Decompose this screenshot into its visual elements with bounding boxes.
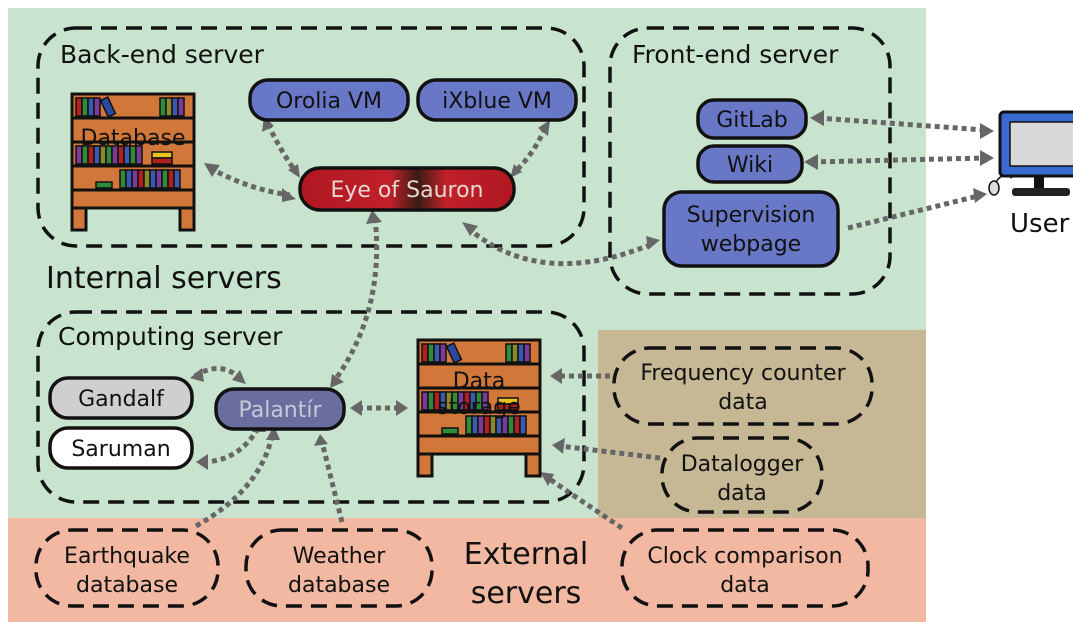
- saruman-node: [48, 426, 194, 470]
- clock-comparison-data-node: [620, 528, 870, 608]
- earthquake-label-line2: database: [76, 573, 178, 598]
- arrow-weather-palantir: [319, 441, 345, 523]
- earthquake-label-line1: Earthquake: [64, 544, 190, 569]
- data-storage-label-line1: Data: [453, 369, 506, 394]
- clock-comparison-label-line2: data: [720, 573, 770, 598]
- wiki-label: Wiki: [727, 153, 773, 178]
- arrow-clock-storage: [546, 475, 624, 531]
- gitlab-label: GitLab: [716, 108, 788, 133]
- palantir-node: [214, 387, 346, 431]
- arrow-gitlab-user: [817, 115, 986, 133]
- computing-server-group: [36, 310, 586, 504]
- weather-database-node: [244, 528, 434, 608]
- arrow-wiki-user: [811, 155, 986, 165]
- database-label: Database: [81, 126, 186, 151]
- arrow-earthquake-palantir: [194, 435, 275, 529]
- arrow-datalogger-storage: [559, 443, 661, 461]
- external-zone: [8, 518, 926, 622]
- orolia-vm-node: [248, 78, 410, 122]
- arrow-eye-supervision: [466, 226, 653, 267]
- weather-label-line1: Weather: [293, 544, 387, 569]
- user-computer-icon: [988, 110, 1073, 196]
- data-storage-label-line2: storage: [437, 395, 521, 420]
- eye-of-sauron-node: [298, 166, 516, 212]
- computing-server-title: Computing server: [58, 322, 283, 351]
- wiki-node: [696, 144, 804, 184]
- ixblue-vm-label: iXblue VM: [442, 89, 552, 114]
- orolia-vm-label: Orolia VM: [276, 89, 382, 114]
- user-label: User: [1010, 209, 1070, 239]
- datalogger-label-line2: data: [717, 481, 767, 506]
- arrow-supervision-user: [847, 193, 979, 231]
- saruman-label: Saruman: [71, 437, 170, 462]
- supervision-webpage-node: [662, 190, 840, 268]
- gandalf-node: [48, 376, 194, 420]
- internal-servers-label: Internal servers: [46, 261, 282, 296]
- supervision-webpage-label-line1: Supervision: [687, 203, 816, 228]
- datalogger-label-line1: Datalogger: [681, 452, 805, 477]
- weather-label-line2: database: [288, 573, 390, 598]
- eye-of-sauron-label: Eye of Sauron: [330, 178, 483, 203]
- frontend-server-title: Front-end server: [632, 40, 839, 69]
- backend-server-title: Back-end server: [60, 40, 265, 69]
- earthquake-database-node: [34, 528, 220, 608]
- external-servers-label-line1: External: [464, 537, 588, 572]
- ixblue-vm-node: [416, 78, 578, 122]
- backend-server-group: [36, 26, 586, 248]
- frequency-counter-label-line2: data: [718, 390, 768, 415]
- frontend-server-group: [608, 26, 892, 296]
- arrow-orolia-eye: [265, 122, 299, 174]
- external-servers-label-line2: servers: [471, 576, 582, 611]
- palantir-label: Palantír: [238, 398, 322, 423]
- arrow-eye-palantir: [332, 217, 380, 382]
- gitlab-node: [696, 98, 808, 140]
- gandalf-label: Gandalf: [78, 387, 165, 412]
- clock-comparison-label-line1: Clock comparison: [647, 544, 842, 569]
- supervision-webpage-label-line2: webpage: [701, 232, 801, 257]
- frequency-counter-label-line1: Frequency counter: [640, 361, 846, 386]
